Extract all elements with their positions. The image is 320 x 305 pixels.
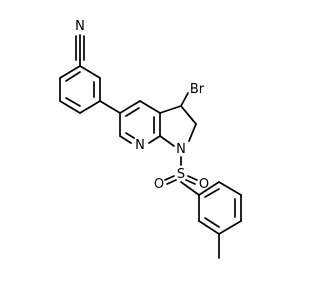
- s-o-left-bond-a: [164, 175, 175, 181]
- pyrrole-bond-3: [188, 123, 197, 142]
- chemical-structure: N Br N N S O O: [59, 19, 242, 259]
- pyridine-inner-bond-1: [125, 107, 140, 117]
- bromine-label: Br: [190, 82, 205, 97]
- pyridine-bond-1: [119, 100, 141, 114]
- s-o-right-bond-b: [185, 179, 196, 185]
- tolyl-bond-4: [218, 220, 242, 235]
- pyrrole-n-label: N: [176, 142, 186, 157]
- pyrrole-bond-4: [159, 135, 175, 147]
- pyridine-inner-bond-3: [125, 132, 135, 139]
- benzene-inner-bond-3: [65, 71, 81, 82]
- atom-label-layer: N Br N N S O O: [75, 19, 209, 192]
- tolyl-bond-5: [198, 220, 220, 235]
- s-o-left-bond-b: [166, 179, 177, 185]
- pyridine-bond-4: [148, 135, 161, 144]
- tolyl-bond-2: [218, 181, 242, 196]
- oxygen-left-label: O: [154, 177, 164, 192]
- pyridine-n-label: N: [135, 138, 145, 153]
- pyridine-bond-5: [119, 135, 132, 144]
- sulfur-label: S: [177, 167, 185, 182]
- benzene-bond-3: [79, 100, 101, 114]
- s-o-right-bond-a: [187, 175, 198, 181]
- benzene-bond-6: [59, 65, 81, 79]
- pyrrole-bond-1: [159, 105, 182, 114]
- benzene-bond-1: [79, 65, 101, 79]
- tolyl-bond-1: [198, 181, 220, 196]
- oxygen-right-label: O: [199, 177, 209, 192]
- s-aryl-bond: [180, 181, 200, 196]
- benzene-inner-bond-2: [65, 97, 81, 107]
- tolyl-inner-bond-1: [204, 188, 220, 198]
- nitrile-n-label: N: [75, 19, 85, 34]
- structure-canvas: N Br N N S O O: [59, 19, 242, 259]
- bond-layer: [59, 34, 242, 259]
- benzene-bond-4: [59, 100, 81, 114]
- bromine-bond: [180, 92, 189, 107]
- pyrrole-inner-bond: [185, 111, 197, 125]
- biaryl-bond: [99, 100, 121, 114]
- pyridine-bond-2: [139, 100, 161, 114]
- tolyl-inner-bond-3: [204, 217, 220, 228]
